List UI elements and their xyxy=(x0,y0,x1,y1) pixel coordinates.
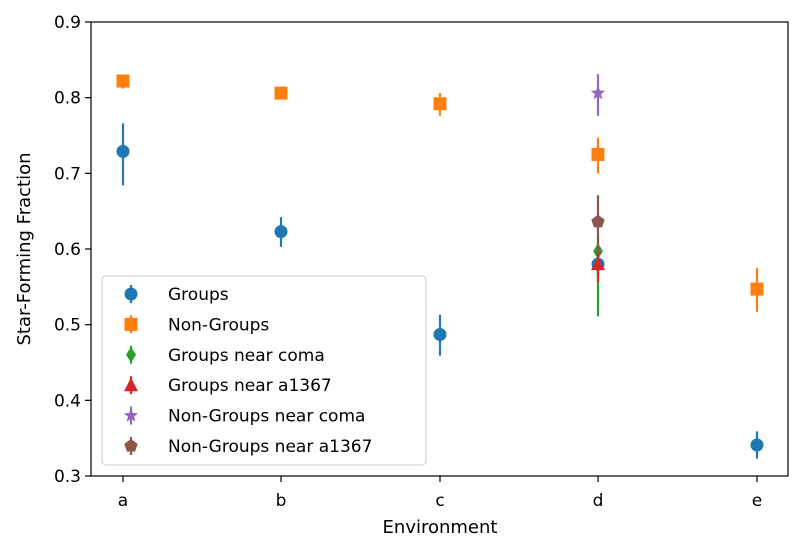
non-groups-point xyxy=(274,86,288,100)
groups-point xyxy=(116,144,130,158)
legend-marker xyxy=(124,317,138,331)
legend-label: Groups near a1367 xyxy=(168,376,332,396)
x-tick-label: e xyxy=(752,491,762,511)
y-tick-label: 0.7 xyxy=(54,164,81,184)
y-tick-label: 0.8 xyxy=(54,89,81,109)
legend-label: Non-Groups near a1367 xyxy=(168,437,372,457)
groups-point xyxy=(750,438,764,452)
legend-marker xyxy=(123,408,139,422)
legend-marker xyxy=(124,439,138,452)
groups-near-a1367-point xyxy=(591,256,605,271)
x-axis-label: Environment xyxy=(383,517,498,538)
legend-marker xyxy=(124,287,138,301)
groups-point xyxy=(274,225,288,239)
legend-label: Non-Groups xyxy=(168,315,269,335)
y-tick-label: 0.3 xyxy=(54,467,81,487)
non-groups-point xyxy=(591,147,605,161)
x-tick-label: a xyxy=(118,491,128,511)
non-groups-near-coma-point xyxy=(590,85,606,100)
non-groups-point xyxy=(433,97,447,111)
legend-label: Non-Groups near coma xyxy=(168,407,365,427)
non-groups-point xyxy=(750,282,764,296)
legend-marker xyxy=(124,377,138,392)
y-tick-label: 0.9 xyxy=(54,13,81,33)
legend-marker xyxy=(126,346,136,363)
groups-point xyxy=(433,328,447,342)
axes: 0.3 0.4 0.5 0.6 0.7 0.8 0.9 a b c d e xyxy=(54,13,789,511)
x-tick-label: b xyxy=(276,491,287,511)
non-groups-near-a1367-point xyxy=(591,214,605,228)
legend-box xyxy=(101,275,427,466)
y-tick-label: 0.4 xyxy=(54,391,81,411)
y-axis-label: Star-Forming Fraction xyxy=(14,152,35,345)
data-marks xyxy=(116,74,764,459)
x-tick-label: d xyxy=(593,491,604,511)
legend-label: Groups near coma xyxy=(168,346,325,366)
non-groups-point xyxy=(116,74,130,88)
x-tick-label: c xyxy=(435,491,444,511)
y-tick-label: 0.5 xyxy=(54,316,81,336)
legend-label: Groups xyxy=(168,285,229,305)
y-tick-label: 0.6 xyxy=(54,240,81,260)
